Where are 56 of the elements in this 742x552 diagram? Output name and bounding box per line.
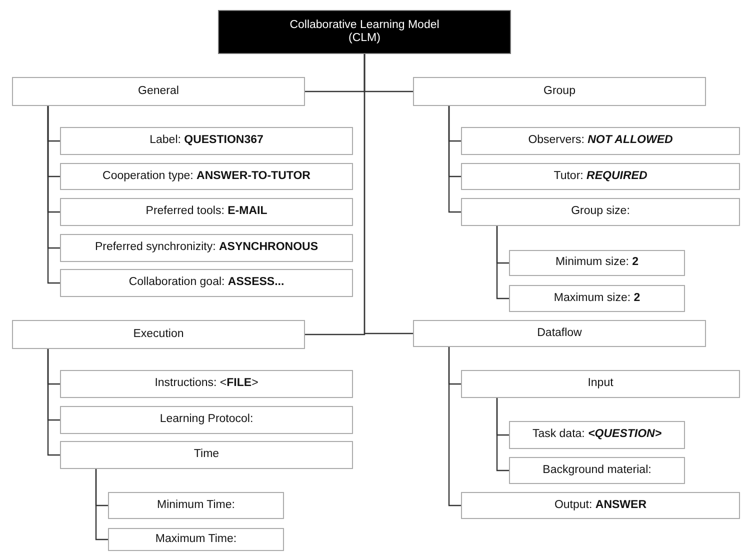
connector-line (364, 54, 413, 334)
node-label: Instructions: <FILE> (154, 377, 258, 391)
connector-line (496, 398, 509, 472)
node-box (509, 457, 685, 484)
node-label: Minimum Time: (157, 498, 235, 512)
node-label: Observers: NOT ALLOWED (528, 134, 673, 148)
node-box (60, 269, 353, 297)
node-box (60, 198, 353, 226)
node-box (60, 370, 353, 398)
node-box (461, 370, 740, 398)
node-label: Group size: (571, 205, 630, 219)
node-label: Group (544, 84, 576, 98)
node-label: Execution (133, 328, 184, 342)
root-box (218, 10, 511, 54)
node-label: Minimum size: 2 (555, 256, 639, 270)
node-box (60, 406, 353, 434)
connector-line (47, 349, 60, 456)
node-box (60, 234, 353, 262)
node-box (12, 77, 305, 106)
node-box (509, 421, 685, 449)
node-label: Dataflow (537, 326, 582, 340)
node-label: Maximum Time: (155, 532, 237, 546)
connector-line (448, 106, 461, 213)
node-box (60, 163, 353, 190)
node-box (461, 163, 740, 190)
node-label: Output: ANSWER (554, 498, 647, 512)
node-box (60, 127, 353, 155)
connector-line (47, 106, 60, 284)
node-label: Input (588, 377, 614, 391)
node-box (461, 127, 740, 155)
connector-line (448, 347, 461, 506)
node-label: Background material: (542, 464, 652, 478)
node-box (461, 492, 740, 519)
node-label: Collaboration goal: ASSESS... (128, 276, 284, 290)
node-label: Time (194, 448, 220, 462)
node-label: Task data: <QUESTION> (532, 428, 662, 442)
node-box (108, 528, 284, 551)
node-box (12, 320, 305, 349)
node-box (108, 492, 284, 519)
node-label: General (138, 84, 179, 98)
node-label: Preferred tools: E-MAIL (146, 205, 268, 219)
node-box (413, 320, 706, 347)
node-label: Preferred synchronizity: ASYNCHRONOUS (94, 241, 318, 255)
node-label: Collaborative Learning Model (CLM) (288, 18, 440, 46)
connector-line (496, 226, 509, 300)
node-box (509, 285, 685, 312)
node-box (509, 250, 685, 276)
node-box (461, 198, 740, 226)
connector-line (95, 469, 108, 540)
node-box (60, 441, 353, 469)
node-label: Label: QUESTION367 (150, 134, 264, 148)
node-label: Maximum size: 2 (554, 292, 640, 306)
node-label: Tutor: REQUIRED (554, 170, 648, 184)
node-label: Cooperation type: ANSWER-TO-TUTOR (102, 170, 310, 184)
node-label: Learning Protocol: (160, 413, 254, 427)
node-box (413, 77, 706, 106)
